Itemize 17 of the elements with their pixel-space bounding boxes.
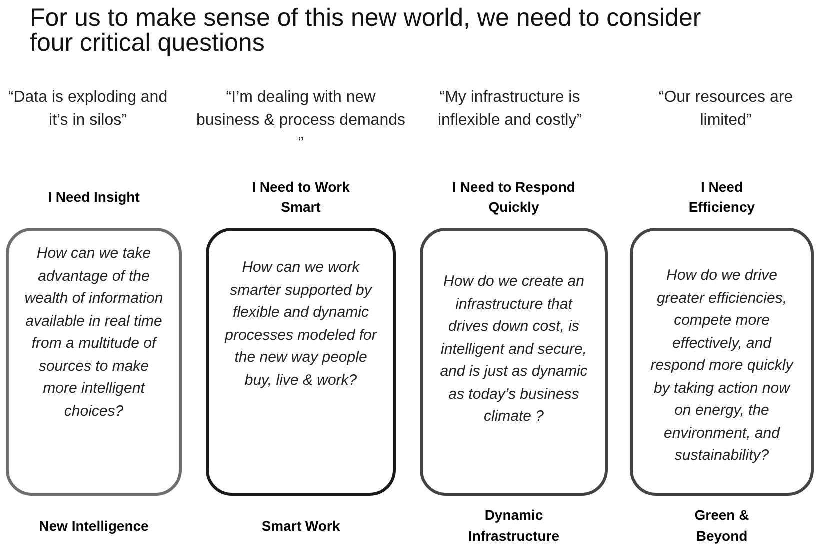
theme-label: Dynamic Infrastructure: [467, 506, 561, 546]
quote-text: “I’m dealing with new business & process demands ”: [196, 88, 406, 154]
question-text: How can we work smarter supported by flexible and dynamic processes modeled for the new way people buy, live & work?: [224, 258, 378, 390]
theme-label: Green & Beyond: [694, 506, 750, 546]
quote-text: “Data is exploding and it’s in silos”: [7, 88, 169, 131]
card-heading: I Need to Work Smart: [251, 178, 351, 217]
quote-text: “My infrastructure is inflexible and costly”: [436, 88, 584, 131]
title: For us to make sense of this new world, we need to consider four critical questions: [30, 6, 702, 56]
card-heading: I Need Efficiency: [688, 178, 756, 217]
theme-label: Smart Work: [262, 516, 340, 536]
question-text: How can we take advantage of the wealth of information available in real time from a multitude of sources to make more intelligent choices?: [24, 244, 164, 422]
theme-label: New Intelligence: [39, 516, 149, 536]
question-text: How do we create an infrastructure that drives down cost, is intelligent and secure, and is just as dynamic as today’s business climate ?: [439, 272, 589, 427]
card-heading: I Need to Respond Quickly: [452, 178, 576, 217]
quote-text: “Our resources are limited”: [658, 88, 794, 131]
question-text: How do we drive greater efficiencies, compete more effectively, and respond more quickly by taking action now on energy, the environment, and sustainability?: [650, 266, 795, 466]
card-heading: I Need Insight: [48, 188, 140, 207]
